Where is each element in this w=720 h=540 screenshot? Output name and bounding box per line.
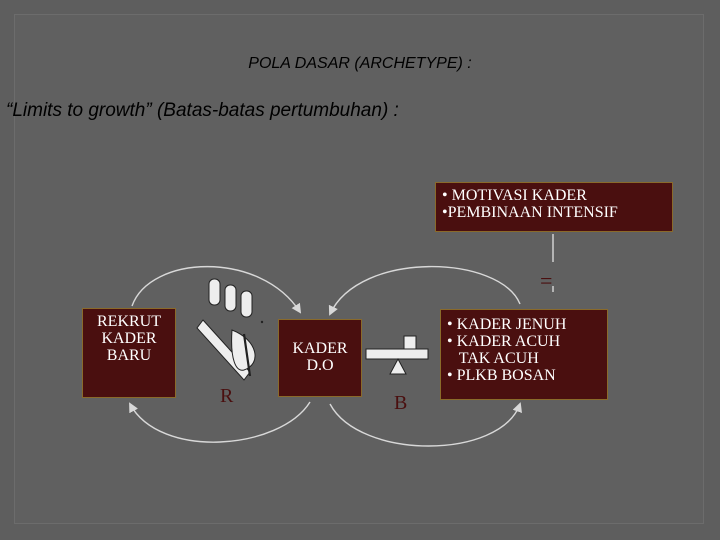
kader-jenuh-box: • KADER JENUH • KADER ACUH TAK ACUH • PL… — [440, 309, 608, 400]
motivasi-line: •PEMBINAAN INTENSIF — [442, 204, 618, 221]
rekrut-line: BARU — [106, 347, 152, 364]
slide-frame — [14, 14, 704, 524]
slide-subtitle: “Limits to growth” (Batas-batas pertumbu… — [6, 100, 399, 121]
jenuh-line: • KADER ACUH — [447, 333, 561, 350]
arrow-kader-to-jenuh — [329, 402, 522, 447]
jenuh-line: TAK ACUH — [447, 350, 539, 367]
delay-mark: = — [540, 268, 553, 293]
kader-line: KADER — [292, 340, 348, 357]
jenuh-line: • KADER JENUH — [447, 316, 567, 333]
balancing-loop-label: B — [394, 392, 408, 414]
hand-icon — [196, 278, 264, 381]
jenuh-line: • PLKB BOSAN — [447, 367, 556, 384]
arrow-kader-to-rekrut — [129, 401, 311, 443]
rekrut-kader-box: REKRUT KADER BARU — [82, 308, 176, 398]
slide-title: POLA DASAR (ARCHETYPE) : — [248, 55, 472, 72]
rekrut-line: KADER — [101, 330, 157, 347]
seesaw-icon — [365, 335, 429, 375]
arrow-rekrut-to-kader — [131, 265, 302, 314]
arrow-jenuh-to-kader — [328, 265, 521, 316]
motivasi-line: • MOTIVASI KADER — [442, 187, 587, 204]
kader-line: D.O — [306, 357, 334, 374]
rekrut-line: REKRUT — [97, 313, 161, 330]
motivasi-box: • MOTIVASI KADER •PEMBINAAN INTENSIF — [435, 182, 673, 232]
reinforcing-loop-label: R — [220, 385, 234, 407]
kader-do-box: KADER D.O — [278, 319, 362, 397]
